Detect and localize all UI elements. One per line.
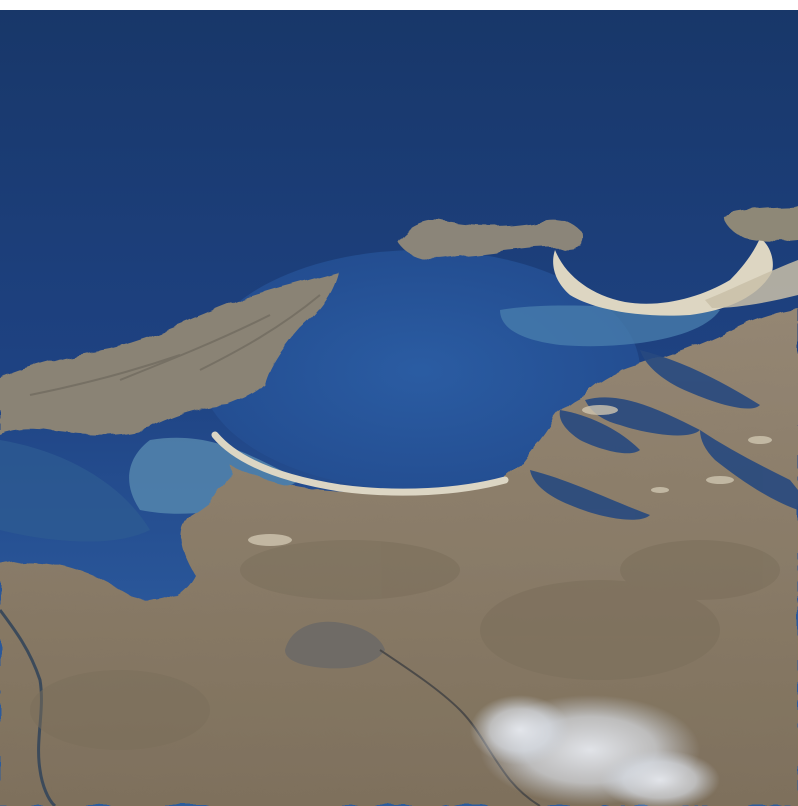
northeast-headland xyxy=(722,206,798,242)
peninsula-ridges xyxy=(29,294,321,396)
land-patches xyxy=(30,540,780,750)
coastline-photo xyxy=(0,10,798,806)
salt-flats xyxy=(248,405,772,546)
cloud-cover xyxy=(470,695,720,806)
sand-spit xyxy=(211,431,509,496)
inland-lake xyxy=(285,621,385,669)
western-peninsula xyxy=(0,272,338,435)
northeast-flats xyxy=(705,260,798,308)
bay-island xyxy=(398,220,583,259)
tidal-channels xyxy=(530,350,798,520)
